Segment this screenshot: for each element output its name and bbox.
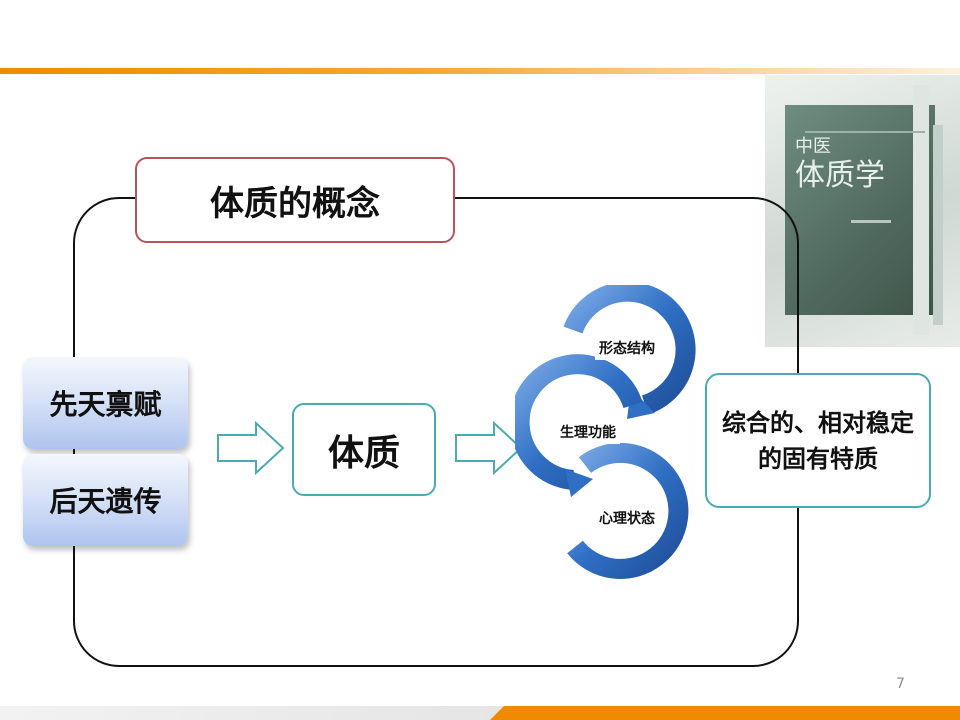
cycle-arc-middle — [515, 354, 643, 497]
cycle-label-psychology: 心理状态 — [595, 506, 659, 530]
constitution-box: 体质 — [292, 403, 436, 496]
top-accent-bar — [0, 68, 960, 74]
cycle-arc-bottom — [567, 442, 689, 579]
book-rule — [805, 131, 925, 133]
book-title-line2: 体质学 — [795, 158, 885, 193]
slide-title: 体质的概念 — [135, 157, 455, 243]
cycle-label-physiology: 生理功能 — [556, 420, 620, 444]
bottom-orange-bar — [490, 706, 960, 720]
acquired-inheritance-box: 后天遗传 — [23, 454, 188, 546]
cycle-label-morphology: 形态结构 — [595, 336, 659, 360]
right-arrow-icon — [217, 420, 285, 476]
cycle-diagram — [515, 285, 696, 579]
innate-endowment-box: 先天禀赋 — [23, 357, 188, 449]
book-title: 中医 体质学 — [795, 135, 885, 193]
book-spine-strip — [913, 85, 929, 335]
book-title-line1: 中医 — [795, 136, 831, 157]
page-number: 7 — [896, 676, 905, 692]
right-arrow-icon — [455, 420, 523, 476]
book-spine-strip-2 — [933, 125, 943, 325]
book-author-mark — [851, 220, 891, 223]
definition-box: 综合的、相对稳定的固有特质 — [705, 373, 931, 508]
book-cover-panel — [785, 105, 935, 315]
